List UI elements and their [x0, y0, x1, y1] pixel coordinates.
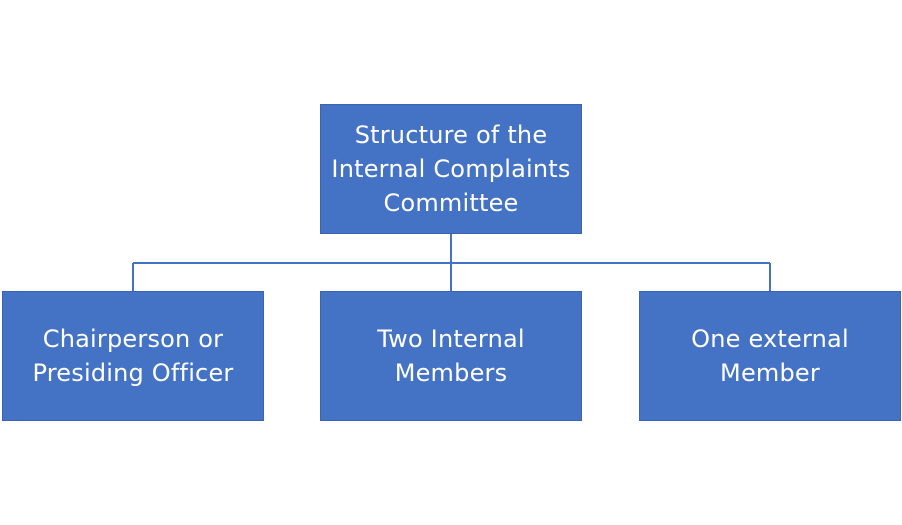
root-node-box: Structure of the Internal Complaints Com… — [320, 104, 582, 234]
root-node-label: Structure of the Internal Complaints Com… — [331, 121, 571, 217]
child-node-chairperson: Chairperson or Presiding Officer — [2, 291, 264, 421]
child-node-internal-members: Two Internal Members — [320, 291, 582, 421]
child-node-label: Chairperson or Presiding Officer — [32, 325, 234, 387]
child-node-label: Two Internal Members — [377, 325, 525, 387]
child-node-external-member: One external Member — [639, 291, 901, 421]
child-node-label: One external Member — [691, 325, 849, 387]
